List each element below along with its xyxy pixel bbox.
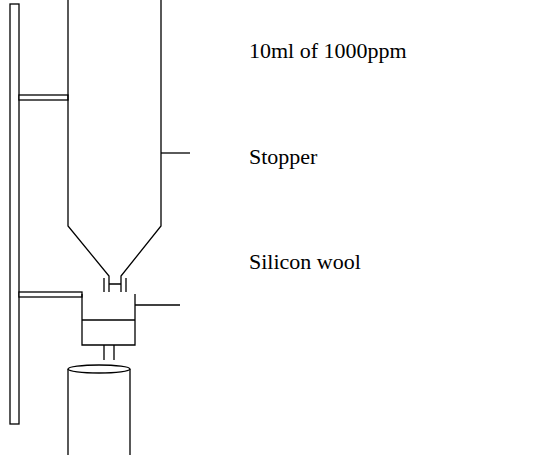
stopper [104, 278, 126, 292]
upper-vessel [68, 0, 161, 292]
part-label: Silicon wool [249, 249, 361, 275]
leader-line [161, 152, 190, 153]
upper-clamp [19, 95, 68, 100]
beaker [68, 369, 130, 455]
silicon-wool-layer [82, 319, 135, 320]
leader-line [135, 304, 180, 305]
lower-clamp [19, 292, 82, 297]
volume-label: 10ml of 1000ppm [249, 38, 407, 64]
beaker-rim [68, 365, 130, 373]
column-tip [104, 345, 114, 360]
stand-rod [10, 4, 19, 424]
part-label: Stopper [249, 144, 317, 170]
small-column [82, 294, 135, 345]
